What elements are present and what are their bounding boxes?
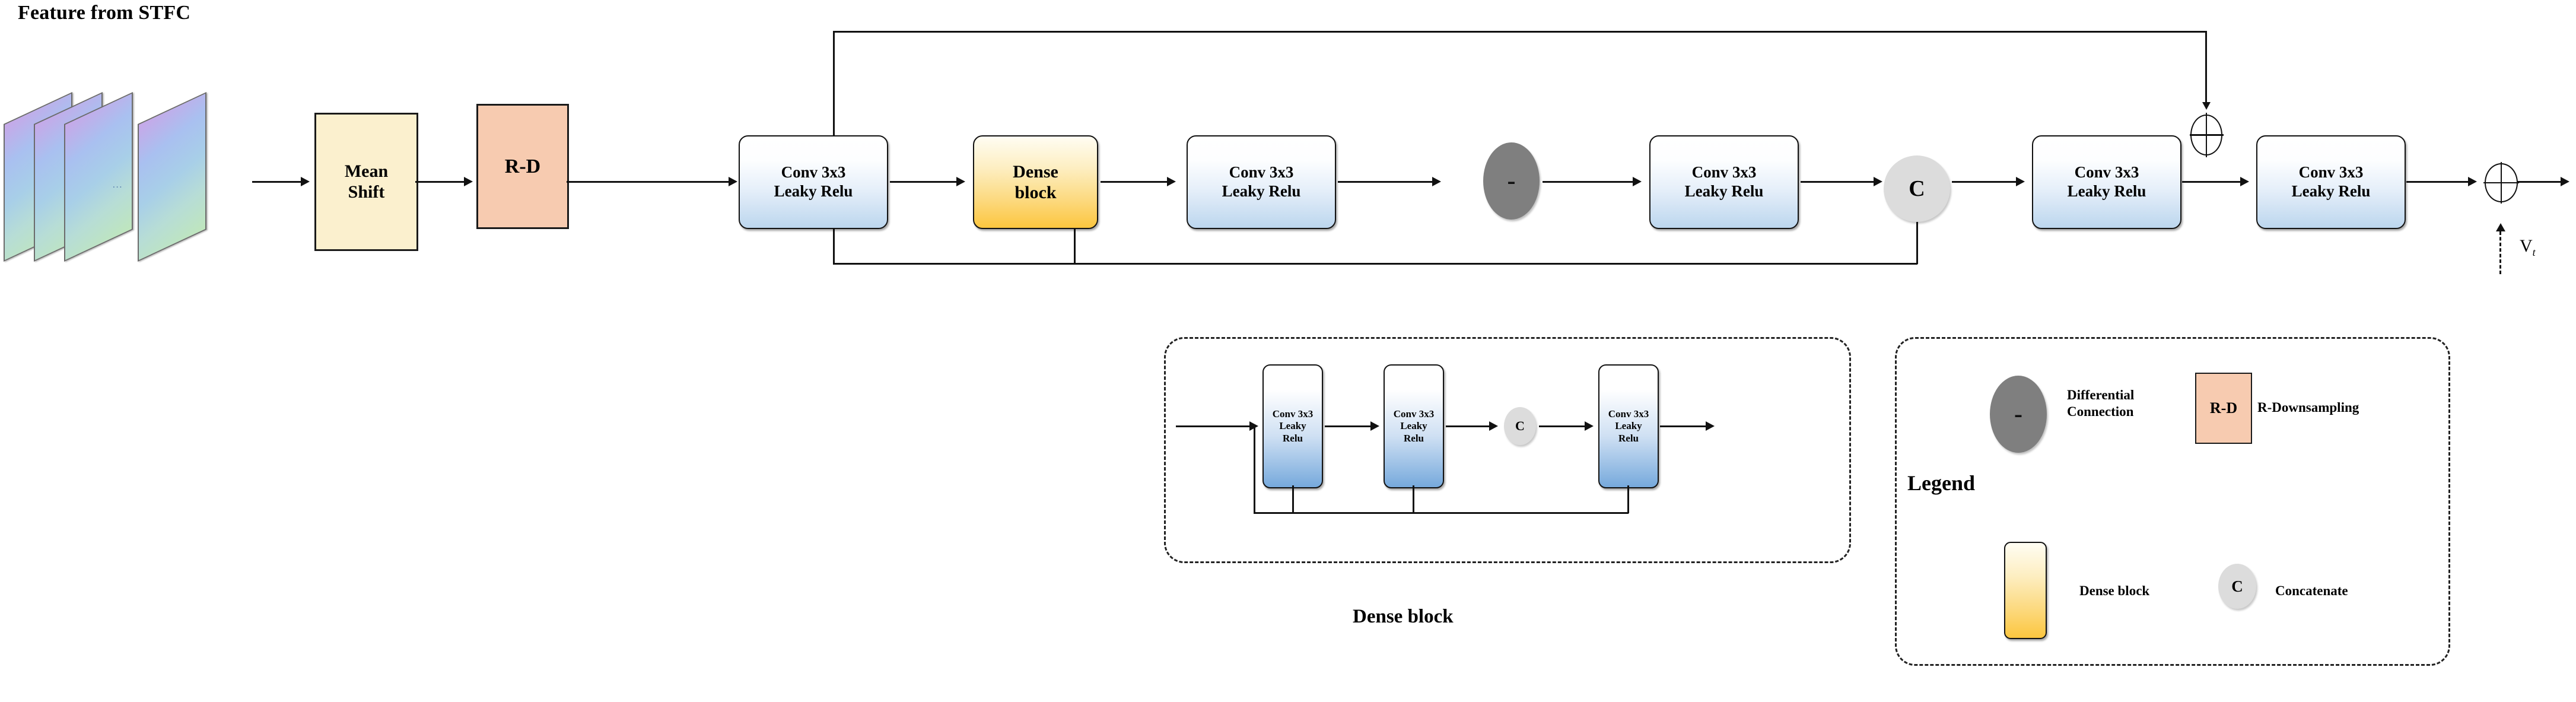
block-r-d[interactable]: R-D	[476, 104, 569, 229]
legend-concat-label: Concatenate	[2275, 583, 2348, 598]
dense-label-line1: Dense	[1013, 161, 1058, 182]
legend-concat-icon: C	[2218, 564, 2256, 609]
conv-1-label-line1: Conv 3x3	[781, 163, 846, 182]
block-dense-detail-conv-2[interactable]: Conv 3x3 Leaky Relu	[1384, 364, 1444, 488]
mean-shift-label-line1: Mean	[344, 161, 389, 181]
subtract-label: -	[1507, 167, 1516, 195]
dd-concat-label: C	[1515, 418, 1525, 433]
dd-conv-1-line1: Conv 3x3	[1272, 408, 1314, 420]
legend-rd-icon: R-D	[2195, 373, 2252, 444]
legend-panel	[1895, 337, 2450, 666]
legend-minus-label: Differential Connection	[2067, 387, 2134, 420]
dd-conv-2-line3: Relu	[1404, 432, 1424, 444]
legend-dense-icon	[2004, 542, 2047, 639]
dd-conv-1-line3: Relu	[1283, 432, 1303, 444]
dd-conv-2-line2: Leaky	[1400, 420, 1427, 432]
legend-concat-symbol: C	[2231, 577, 2243, 595]
legend-dense-label: Dense block	[2079, 583, 2150, 598]
block-dense-detail-conv-3[interactable]: Conv 3x3 Leaky Relu	[1598, 364, 1659, 488]
node-add-1[interactable]	[2189, 113, 2224, 157]
conv-5-label-line2: Leaky Relu	[2291, 182, 2371, 200]
node-concatenate[interactable]: C	[1884, 155, 1950, 222]
dd-conv-3-line1: Conv 3x3	[1608, 408, 1649, 420]
dense-block-detail-caption: Dense block	[1353, 606, 1454, 627]
legend-minus-icon: -	[1990, 376, 2047, 453]
legend-minus-symbol: -	[2014, 401, 2022, 428]
conv-3-label-line1: Conv 3x3	[1691, 163, 1757, 182]
legend-rd-label: R-Downsampling	[2257, 400, 2359, 415]
block-dense[interactable]: Dense block	[973, 135, 1098, 229]
legend-title: Legend	[1907, 471, 1976, 495]
dense-label-line2: block	[1015, 183, 1057, 202]
block-conv-1[interactable]: Conv 3x3 Leaky Relu	[739, 135, 888, 229]
node-add-2-output[interactable]	[2483, 161, 2519, 204]
block-dense-detail-conv-1[interactable]: Conv 3x3 Leaky Relu	[1262, 364, 1323, 488]
dd-conv-1-line2: Leaky	[1279, 420, 1306, 432]
dd-conv-3-line2: Leaky	[1615, 420, 1642, 432]
conv-5-label-line1: Conv 3x3	[2298, 163, 2364, 182]
block-mean-shift[interactable]: Mean Shift	[314, 113, 418, 251]
conv-4-label-line1: Conv 3x3	[2074, 163, 2139, 182]
block-conv-2[interactable]: Conv 3x3 Leaky Relu	[1187, 135, 1336, 229]
node-dense-detail-concat[interactable]: C	[1504, 407, 1536, 445]
feature-map-ellipsis: ...	[113, 180, 123, 190]
conv-4-label-line2: Leaky Relu	[2067, 182, 2146, 200]
dd-conv-3-line3: Relu	[1618, 432, 1639, 444]
legend-minus-label-line1: Differential	[2067, 387, 2135, 402]
mean-shift-label-line2: Shift	[348, 182, 385, 202]
block-conv-5[interactable]: Conv 3x3 Leaky Relu	[2256, 135, 2406, 229]
legend-minus-label-line2: Connection	[2067, 404, 2134, 419]
feature-map-slab	[138, 91, 206, 262]
vt-label: Vt	[2520, 236, 2536, 258]
diagram-title: Feature from STFC	[18, 2, 191, 24]
conv-2-label-line1: Conv 3x3	[1229, 163, 1294, 182]
dd-conv-2-line1: Conv 3x3	[1393, 408, 1435, 420]
conv-1-label-line2: Leaky Relu	[774, 182, 853, 200]
conv-3-label-line2: Leaky Relu	[1684, 182, 1764, 200]
conv-2-label-line2: Leaky Relu	[1222, 182, 1301, 200]
legend-rd-symbol: R-D	[2209, 399, 2238, 417]
block-conv-3[interactable]: Conv 3x3 Leaky Relu	[1649, 135, 1799, 229]
node-differential-subtract[interactable]: -	[1483, 142, 1540, 220]
concat-label: C	[1909, 176, 1925, 201]
block-conv-4[interactable]: Conv 3x3 Leaky Relu	[2032, 135, 2181, 229]
r-d-label: R-D	[504, 155, 541, 177]
